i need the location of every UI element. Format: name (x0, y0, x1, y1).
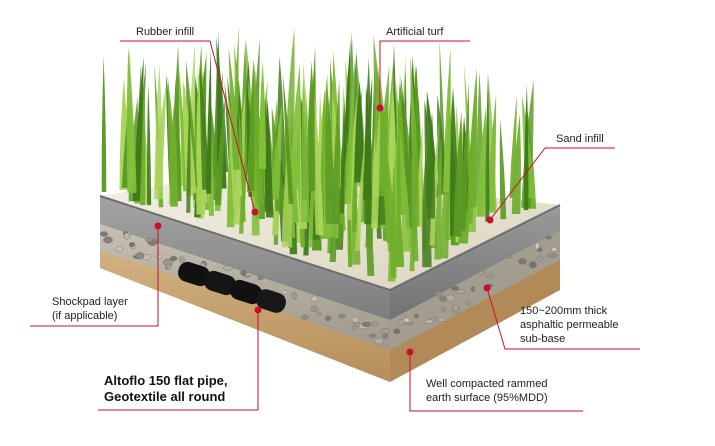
pebble (137, 252, 145, 259)
pebble (405, 322, 414, 325)
label-earth-line-1: Well compacted rammed (426, 377, 548, 391)
pebble (466, 300, 471, 305)
pebble (383, 333, 388, 339)
pebble (372, 322, 379, 327)
pebble (394, 329, 401, 334)
pebble (453, 305, 458, 311)
grass-blade (500, 119, 506, 219)
grass-blade (259, 61, 266, 169)
label-rubber-infill: Rubber infill (136, 25, 194, 39)
pebble (325, 316, 331, 321)
pebble (312, 296, 318, 302)
label-shockpad-line-1: Shockpad layer (52, 295, 128, 309)
leader-dot-shockpad (155, 223, 161, 229)
pebble (246, 272, 252, 276)
label-pipe: Altoflo 150 flat pipe, Geotextile all ro… (104, 373, 228, 405)
label-pipe-line-2: Geotextile all round (104, 389, 228, 405)
pebble (355, 323, 360, 327)
pebble (478, 271, 485, 275)
leader-dot-pipe (255, 307, 261, 313)
leader-dot-rubber (252, 209, 258, 215)
label-subbase: 150~200mm thick asphaltic permeable sub-… (520, 304, 618, 346)
pebble (441, 307, 445, 313)
pebble (446, 295, 456, 301)
pebble (414, 314, 419, 318)
label-subbase-line-3: sub-base (520, 332, 618, 346)
pebble (339, 314, 346, 318)
pebble (486, 275, 494, 278)
pebble (223, 266, 233, 271)
pebble (124, 233, 130, 240)
pebble (362, 322, 371, 327)
pebble (452, 286, 459, 290)
pebble (369, 334, 375, 337)
grass-blade (102, 56, 107, 192)
pebble (129, 242, 134, 247)
pebble (179, 257, 184, 263)
pebble (282, 291, 288, 294)
label-shockpad: Shockpad layer (if applicable) (52, 295, 128, 323)
pebble (546, 236, 552, 239)
leader-dot-turf (377, 105, 383, 111)
grass-blade (147, 84, 151, 205)
label-subbase-line-1: 150~200mm thick (520, 304, 618, 318)
pebble (258, 276, 264, 280)
pebble (548, 253, 558, 257)
pebble (301, 315, 309, 319)
pebble (145, 238, 153, 241)
leader-dot-sand (487, 217, 493, 223)
grass-blade (206, 50, 211, 194)
label-pipe-line-1: Altoflo 150 flat pipe, (104, 373, 228, 389)
pebble (292, 292, 297, 299)
pebble (398, 320, 405, 325)
pebble (535, 243, 539, 249)
pebble (241, 270, 247, 275)
pebble (163, 259, 172, 266)
label-subbase-line-2: asphaltic permeable (520, 318, 618, 332)
label-sand-infill: Sand infill (556, 132, 604, 146)
pebble (352, 317, 359, 323)
label-shockpad-line-2: (if applicable) (52, 309, 128, 323)
pebble (104, 237, 113, 243)
leader-dot-earth (407, 349, 413, 355)
leader-dot-subbase (484, 285, 490, 291)
grass-blade (443, 48, 451, 192)
pebble (381, 328, 390, 333)
pebble (425, 320, 433, 324)
pebble (552, 247, 557, 251)
pebble (529, 261, 536, 268)
label-earth-line-2: earth surface (95%MDD) (426, 391, 548, 405)
pebble (100, 232, 108, 237)
pebble (518, 258, 526, 264)
pebble (311, 306, 318, 311)
pebble (436, 292, 443, 298)
label-earth: Well compacted rammed earth surface (95%… (426, 377, 548, 405)
pebble (507, 255, 512, 258)
pebble (374, 338, 383, 344)
pebble (116, 247, 123, 252)
pebble (317, 312, 322, 316)
pebble (537, 256, 543, 262)
label-artificial-turf: Artificial turf (386, 25, 443, 39)
pebble (438, 318, 446, 322)
pebble (156, 255, 162, 258)
pebble (471, 286, 475, 291)
